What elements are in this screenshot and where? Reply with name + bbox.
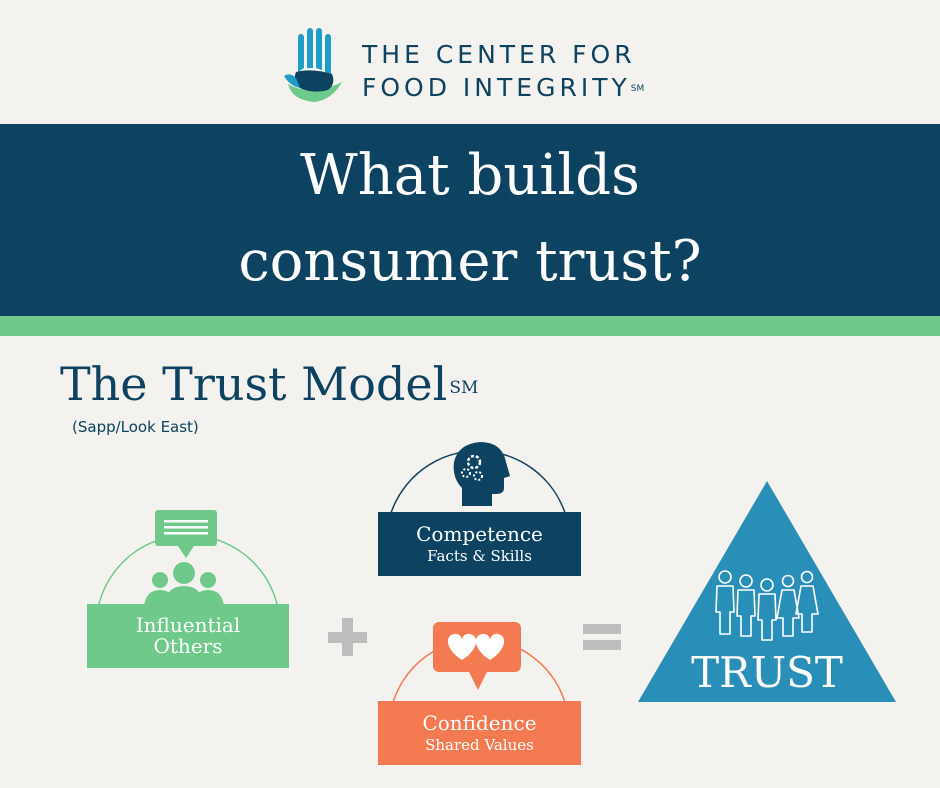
- accent-stripe: [0, 316, 940, 336]
- trust-model-title-text: The Trust Model: [60, 357, 448, 411]
- hearts-speech-bubble-icon: [433, 622, 521, 690]
- organization-name-line1: THE CENTER FOR: [362, 40, 636, 69]
- influential-others-line2: Others: [153, 634, 223, 658]
- plus-icon: [328, 618, 367, 656]
- confidence-title: Confidence: [422, 711, 537, 735]
- group-speech-bubble-icon: [144, 510, 224, 606]
- headline-line2: consumer trust?: [238, 229, 702, 294]
- service-mark: SM: [630, 84, 645, 94]
- trust-label: TRUST: [691, 648, 843, 697]
- confidence-subtitle: Shared Values: [425, 736, 534, 754]
- organization-name-line2-text: FOOD INTEGRITY: [362, 73, 631, 102]
- influential-others-line1: Influential: [135, 613, 241, 637]
- organization-name-line2: FOOD INTEGRITYSM: [362, 71, 644, 104]
- equals-icon: [583, 624, 621, 650]
- head-gears-icon: [453, 442, 510, 506]
- competence-title: Competence: [416, 522, 543, 546]
- trust-model-service-mark: SM: [449, 378, 479, 398]
- competence-subtitle: Facts & Skills: [427, 547, 532, 565]
- headline-line1: What builds: [300, 143, 640, 208]
- competence-box: Competence Facts & Skills: [378, 512, 581, 576]
- title-banner: [0, 124, 940, 316]
- people-group-icon: [715, 570, 819, 641]
- organization-name: THE CENTER FOR FOOD INTEGRITYSM: [362, 38, 644, 104]
- trust-model-source: (Sapp/Look East): [72, 418, 199, 436]
- confidence-box: Confidence Shared Values: [378, 701, 581, 765]
- hand-leaf-icon: [282, 28, 346, 104]
- influential-others-box: Influential Others: [87, 604, 289, 668]
